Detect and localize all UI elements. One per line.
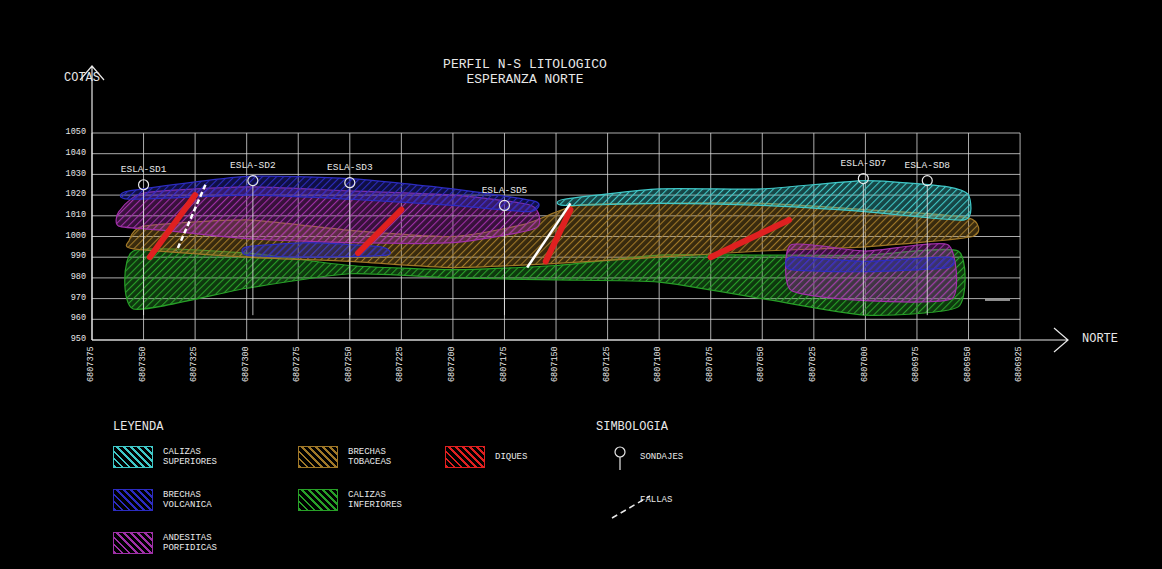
northing-tick: 6807125 [603,346,613,382]
drill-symbol [615,447,625,457]
northing-tick: 6807225 [396,346,406,382]
fault-line [527,203,570,267]
legend-text: BRECHAS VOLCANICA [163,490,222,511]
axes [80,66,1068,352]
drill-hole-name: ESLA-SD3 [327,163,373,174]
faults [177,185,571,268]
drill-collar [345,178,355,188]
elevation-tick: 1000 [66,232,86,242]
legend-swatch [113,489,153,511]
elevation-tick: 1050 [66,128,86,138]
drill-hole-name: ESLA-SD8 [904,161,950,172]
drill-hole-name: ESLA-SD5 [482,186,528,197]
axis-title: NORTE [1082,333,1118,347]
lithology [116,176,979,315]
northing-tick: 6806925 [1015,346,1025,382]
legend-text: SONDAJES [640,452,683,462]
drill-trace [143,190,144,315]
northing-tick: 6807375 [87,346,97,382]
section-heading: SIMBOLOGIA [596,421,668,435]
rock-unit [557,181,971,221]
drill-trace [863,184,864,316]
drill-trace [349,188,350,315]
elevation-tick: 1010 [66,211,86,221]
northing-tick: 6807300 [242,346,252,382]
grid-line [1020,133,1021,340]
legend-text: FALLAS [640,495,672,505]
axis-arrow [92,328,1068,352]
legend-swatch [113,532,153,554]
drill-symbol [619,457,620,470]
northing-tick: 6806950 [964,346,974,382]
legend-swatch [298,446,338,468]
legend-text: BRECHAS TOBACEAS [348,447,407,468]
legend-text: CALIZAS SUPERIORES [163,447,222,468]
northing-tick: 6807075 [706,346,716,382]
northing-tick: 6807050 [757,346,767,382]
northing-tick: 6807000 [861,346,871,382]
northing-tick: 6807350 [139,346,149,382]
legend-text: CALIZAS INFERIORES [348,490,407,511]
drill-hole-name: ESLA-SD7 [841,159,887,170]
drill-collar [248,176,258,186]
legend-swatch [298,489,338,511]
northing-tick: 6807150 [551,346,561,382]
drill-collar [858,174,868,184]
dikes [150,195,789,261]
drill-trace [927,186,928,316]
northing-tick: 6807275 [293,346,303,382]
northing-tick: 6807175 [500,346,510,382]
northing-tick: 6806975 [912,346,922,382]
drill-hole-name: ESLA-SD1 [121,165,167,176]
fault-line [177,185,206,251]
drill-holes [139,174,933,316]
drill-hole-name: ESLA-SD2 [230,161,276,172]
axis-title: COTAS [64,72,100,86]
grid [92,133,1020,340]
elevation-tick: 1030 [66,170,86,180]
dike [711,220,789,257]
grid-line [985,299,1010,300]
northing-tick: 6807025 [809,346,819,382]
northing-tick: 6807325 [190,346,200,382]
elevation-tick: 1040 [66,149,86,159]
elevation-tick: 1020 [66,190,86,200]
rock-unit [786,244,957,302]
drill-collar [139,180,149,190]
section-heading: LEYENDA [113,421,163,435]
rock-unit [120,176,539,212]
legend-swatch [113,446,153,468]
elevation-tick: 980 [71,273,86,283]
drill-trace [252,186,253,316]
legend-text: DIQUES [495,452,554,462]
drill-trace [504,210,505,315]
drill-collar [922,176,932,186]
drill-collar [499,200,509,210]
northing-tick: 6807250 [345,346,355,382]
legend-text: ANDESITAS PORFIDICAS [163,533,222,554]
northing-tick: 6807200 [448,346,458,382]
elevation-tick: 960 [71,314,86,324]
elevation-tick: 950 [71,335,86,345]
grid-line [504,133,505,340]
northing-tick: 6807100 [654,346,664,382]
legend-swatch [445,446,485,468]
title: PERFIL N-S LITOLOGICO ESPERANZA NORTE [439,58,611,88]
dike [358,210,401,253]
elevation-tick: 970 [71,294,86,304]
elevation-tick: 990 [71,252,86,262]
rock-unit [786,257,954,272]
